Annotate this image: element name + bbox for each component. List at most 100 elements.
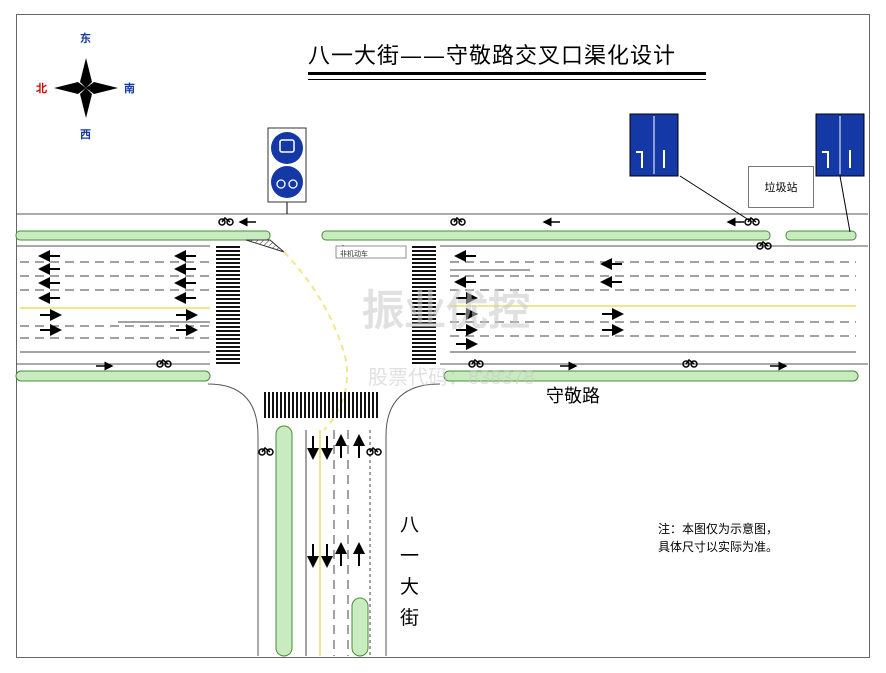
crosswalk-stripe — [412, 294, 436, 296]
crosswalk-stripe — [280, 392, 282, 418]
crosswalk-stripe — [264, 392, 266, 418]
hatched-island — [245, 239, 285, 253]
crosswalk-stripe — [216, 254, 240, 256]
crosswalk-stripe — [412, 342, 436, 344]
lane-direction-sign-icon — [629, 113, 753, 223]
crosswalk-stripe — [216, 358, 240, 360]
crosswalk-stripe — [216, 246, 240, 248]
watermark-stock: 股票代码：838378 — [368, 366, 535, 389]
note-line-1: 注：本图仅为示意图， — [658, 522, 779, 536]
crosswalk-stripe — [376, 392, 378, 418]
crosswalk-stripe — [308, 392, 310, 418]
road-edges — [16, 213, 868, 656]
crosswalk-stripe — [304, 392, 306, 418]
bicycle-icon — [156, 358, 172, 368]
compass-label-south: 南 — [124, 82, 135, 95]
crosswalk-stripe — [412, 362, 436, 364]
bicycle-icon — [468, 358, 484, 368]
crosswalk-stripe — [216, 274, 240, 276]
crosswalk-stripe — [412, 266, 436, 268]
crosswalk-stripe — [364, 392, 366, 418]
crosswalk-stripe — [216, 294, 240, 296]
nonmotor-lane-label: 非机动车 — [340, 249, 368, 258]
nonmotor-lane-box — [335, 245, 407, 259]
crosswalk-stripe — [336, 392, 338, 418]
crosswalk-stripe — [216, 266, 240, 268]
crosswalk-stripe — [216, 326, 240, 328]
crosswalk-stripe — [216, 290, 240, 292]
bicycle-icon — [682, 358, 698, 368]
bicycle-icons — [156, 216, 772, 456]
crosswalk-stripe — [412, 258, 436, 260]
crosswalk-stripe — [340, 392, 342, 418]
crosswalk-stripe — [216, 346, 240, 348]
crosswalk-stripe — [216, 298, 240, 300]
compass-label-west: 西 — [80, 128, 91, 141]
bus-turn-sign-icon — [267, 127, 307, 214]
crosswalk-stripe — [216, 282, 240, 284]
crosswalk-stripe — [216, 338, 240, 340]
crosswalk-stripes-east — [412, 246, 436, 364]
crosswalk-stripe — [412, 346, 436, 348]
crosswalk-stripe — [356, 392, 358, 418]
south-arrows — [307, 434, 365, 568]
crosswalk-stripe — [292, 392, 294, 418]
crosswalk-stripe — [344, 392, 346, 418]
crosswalk-stripe — [324, 392, 326, 418]
crosswalk-stripe — [360, 392, 362, 418]
crosswalk-stripe — [216, 258, 240, 260]
road-name-label: 守敬路 — [546, 386, 600, 407]
crosswalk-stripe — [216, 342, 240, 344]
crosswalk-stripe — [320, 392, 322, 418]
west-arrows — [38, 250, 198, 336]
watermark-brand: 振业优控 — [362, 287, 530, 334]
crosswalk-stripe — [216, 322, 240, 324]
crosswalk-stripe — [216, 306, 240, 308]
crosswalk-stripe — [412, 302, 436, 304]
east-lane-markings — [450, 261, 856, 337]
crosswalk-stripe — [328, 392, 330, 418]
crosswalk-stripe — [412, 274, 436, 276]
east-arrows — [454, 250, 624, 350]
crosswalk-stripe — [216, 302, 240, 304]
crosswalk-stripe — [368, 392, 370, 418]
crosswalk-stripe — [316, 392, 318, 418]
compass-icon — [54, 58, 118, 118]
guide-line — [283, 251, 348, 431]
crosswalk-stripe — [372, 392, 374, 418]
note-line-2: 具体尺寸以实际为准。 — [658, 540, 779, 554]
crosswalk-stripe — [216, 314, 240, 316]
crosswalk-stripe — [412, 282, 436, 284]
crosswalk-stripe — [284, 392, 286, 418]
page-title: 八一大街——守敬路交叉口渠化设计 — [308, 44, 677, 69]
crosswalk-stripe — [412, 358, 436, 360]
crosswalk-stripe — [412, 350, 436, 352]
crosswalk-stripes-south — [264, 392, 378, 418]
crosswalk-stripe — [332, 392, 334, 418]
crosswalk-stripe — [272, 392, 274, 418]
crosswalk-stripe — [412, 286, 436, 288]
crosswalk-stripe — [348, 392, 350, 418]
crosswalk-stripe — [412, 246, 436, 248]
crosswalk-stripe — [412, 338, 436, 340]
crosswalk-stripe — [412, 326, 436, 328]
title-underline-thin — [308, 79, 706, 80]
bike-lane-arrows — [96, 217, 788, 371]
crosswalk-stripe — [216, 270, 240, 272]
crosswalk-stripe — [412, 334, 436, 336]
bicycle-icon — [366, 446, 382, 456]
crosswalk-stripe — [412, 298, 436, 300]
compass-label-north: 北 — [36, 82, 47, 95]
bicycle-icon — [450, 216, 466, 226]
crosswalk-stripe — [268, 392, 270, 418]
crosswalk-stripe — [296, 392, 298, 418]
lane-direction-sign-icon — [815, 113, 865, 233]
crosswalk-stripe — [216, 250, 240, 252]
compass-label-east: 东 — [80, 32, 91, 45]
crosswalk-stripe — [412, 254, 436, 256]
crosswalk-stripes-west — [216, 246, 240, 364]
crosswalk-stripe — [412, 290, 436, 292]
crosswalk-stripe — [412, 354, 436, 356]
bicycle-icon — [258, 446, 274, 456]
